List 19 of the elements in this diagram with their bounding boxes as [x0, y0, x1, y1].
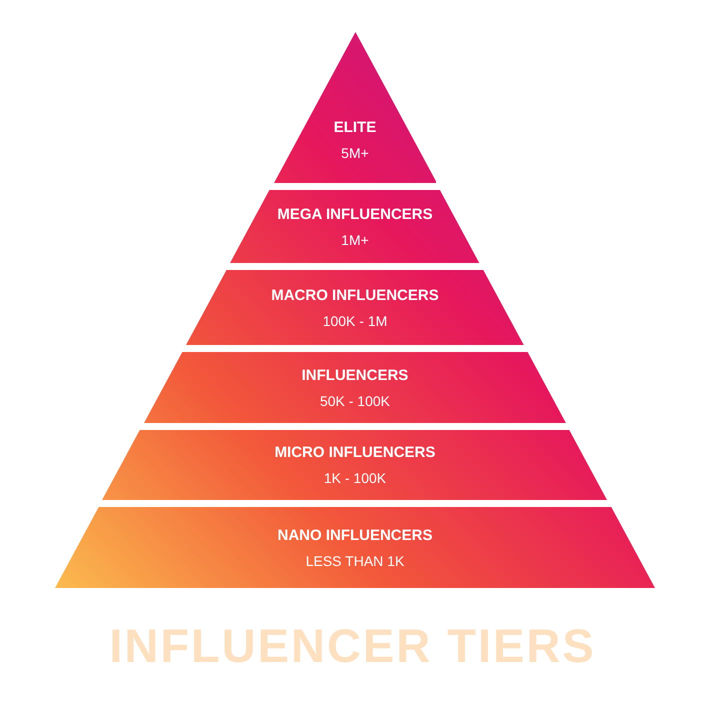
pyramid-tier [55, 507, 655, 588]
pyramid-tier [186, 270, 524, 345]
tier-name: MEGA INFLUENCERS [277, 206, 433, 222]
title: INFLUENCER TIERS [108, 618, 597, 673]
follower-range: 1K - 100K [324, 470, 386, 486]
tier-name: NANO INFLUENCERS [277, 526, 432, 544]
pyramid-tier [230, 190, 480, 263]
follower-range: 1M+ [341, 232, 369, 248]
follower-range: 100K - 1M [322, 312, 388, 328]
pyramid-tier [274, 32, 436, 183]
pyramid-tier [102, 430, 608, 500]
pyramid-tier [144, 352, 566, 423]
follower-range: 5M+ [341, 145, 369, 161]
tier-name: MACRO INFLUENCERS [271, 286, 439, 304]
tier-name: INFLUENCERS [302, 366, 408, 384]
tier-name: ELITE [334, 119, 376, 136]
follower-range: 50K - 100K [320, 392, 390, 408]
follower-range: LESS THAN 1K [306, 552, 404, 568]
tier-name: MICRO INFLUENCERS [274, 444, 436, 461]
